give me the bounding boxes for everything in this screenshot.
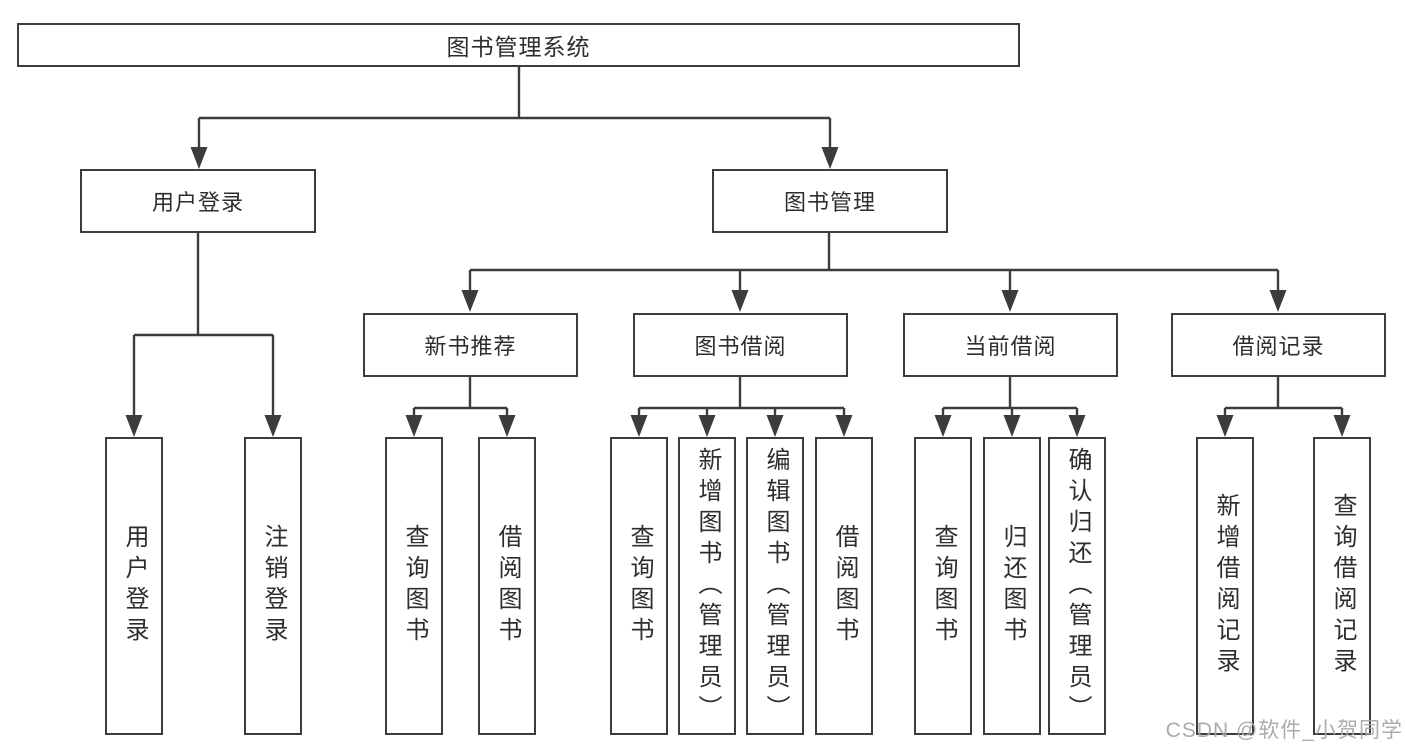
leaf-add-borrow-record-label: 新增借阅记录 [1212,493,1239,679]
node-user-login: 用户登录 [80,169,316,233]
node-new-book-recommend-label: 新书推荐 [424,334,517,359]
leaf-add-book-admin: 新增图书（管理员） [678,437,736,735]
leaf-borrow-books-recommend: 借阅图书 [478,437,536,735]
leaf-borrow-books-recommend-label: 借阅图书 [494,524,521,648]
watermark-text: CSDN @软件_小贺同学 [1165,719,1403,742]
leaf-query-borrow-record: 查询借阅记录 [1313,437,1371,735]
leaf-query-books-current: 查询图书 [914,437,972,735]
node-root-label: 图书管理系统 [446,34,591,60]
leaf-query-borrow-record-label: 查询借阅记录 [1329,493,1356,679]
node-borrowing-records: 借阅记录 [1171,313,1386,377]
leaf-logout-login-label: 注销登录 [260,524,287,648]
leaf-borrow-books-borrowing-label: 借阅图书 [831,524,858,648]
node-book-management-label: 图书管理 [783,190,876,215]
node-current-borrowing: 当前借阅 [903,313,1118,377]
leaf-return-books: 归还图书 [983,437,1041,735]
node-current-borrowing-label: 当前借阅 [964,334,1057,359]
node-book-borrowing: 图书借阅 [633,313,848,377]
leaf-add-book-admin-label: 新增图书（管理员） [694,446,721,726]
leaf-query-books-recommend-label: 查询图书 [401,524,428,648]
node-borrowing-records-label: 借阅记录 [1232,334,1325,359]
leaf-user-login-label: 用户登录 [121,524,148,648]
arrowheads [125,147,1351,437]
leaf-edit-book-admin: 编辑图书（管理员） [746,437,804,735]
node-book-management: 图书管理 [712,169,948,233]
leaf-return-books-label: 归还图书 [999,524,1026,648]
leaf-query-books-current-label: 查询图书 [930,524,957,648]
leaf-user-login: 用户登录 [105,437,163,735]
leaf-borrow-books-borrowing: 借阅图书 [815,437,873,735]
leaf-confirm-return-admin: 确认归还（管理员） [1048,437,1106,735]
leaf-query-books-recommend: 查询图书 [385,437,443,735]
node-root: 图书管理系统 [17,23,1020,67]
leaf-add-borrow-record: 新增借阅记录 [1196,437,1254,735]
leaf-confirm-return-admin-label: 确认归还（管理员） [1064,446,1091,726]
node-new-book-recommend: 新书推荐 [363,313,578,377]
leaf-query-books-borrowing: 查询图书 [610,437,668,735]
leaf-logout-login: 注销登录 [244,437,302,735]
leaf-query-books-borrowing-label: 查询图书 [626,524,653,648]
node-user-login-label: 用户登录 [151,190,244,215]
leaf-edit-book-admin-label: 编辑图书（管理员） [762,446,789,726]
node-book-borrowing-label: 图书借阅 [694,334,787,359]
